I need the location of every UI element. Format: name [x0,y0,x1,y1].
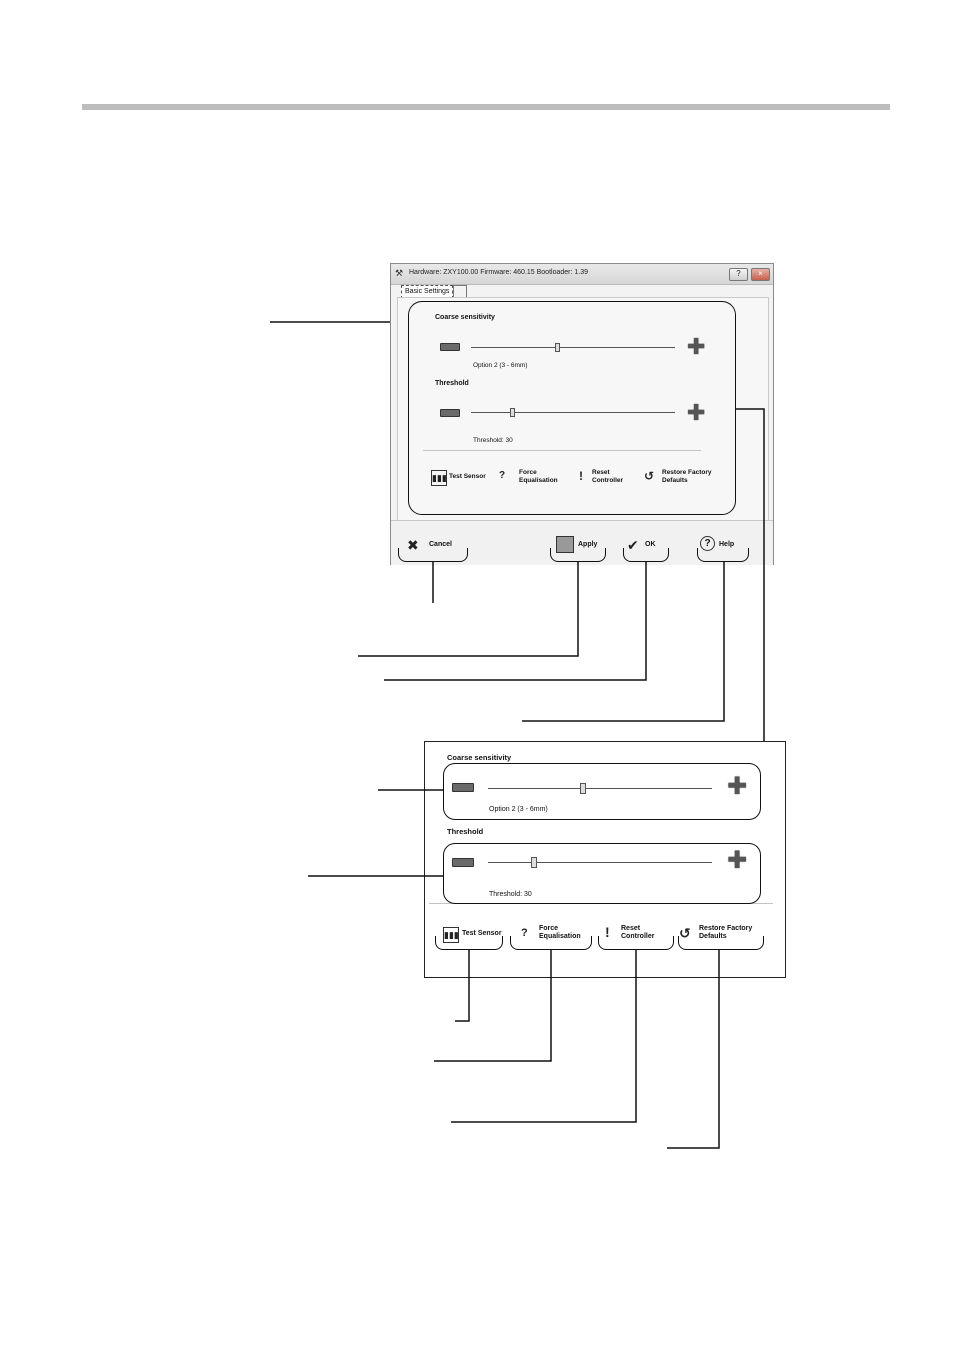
zoom-test-sensor-button[interactable]: Test Sensor [462,930,502,937]
help-brace [697,548,749,562]
restore-defaults-button[interactable]: Restore Factory Defaults [662,469,712,484]
zoom-bar-chart-icon: ▮▮▮ [443,927,459,943]
apply-button[interactable]: Apply [578,541,598,548]
threshold-minus-button[interactable] [440,409,460,417]
title-close-button[interactable]: × [751,268,770,281]
zoom-threshold-highlight [443,843,761,904]
ok-brace [623,548,669,562]
window-title: Hardware: ZXY100.00 Firmware: 460.15 Boo… [409,269,588,276]
test-sensor-button[interactable]: Test Sensor [449,473,486,480]
zoom-restore-brace [678,936,764,950]
zoom-force-equalisation-icon: ? [521,927,528,939]
zoom-threshold-value-text: Threshold: 30 [489,891,532,898]
help-question-icon: ? [700,536,715,551]
threshold-value-text: Threshold: 30 [473,437,513,444]
restore-icon: ↺ [644,469,655,483]
coarse-slider-thumb[interactable] [554,343,560,352]
tab-extra[interactable] [453,285,467,298]
settings-group-highlight [408,301,736,515]
zoom-force-equalisation-button[interactable]: Force Equalisation [539,925,581,940]
coarse-minus-button[interactable] [440,343,460,351]
bar-chart-icon: ▮▮▮ [431,470,447,486]
coarse-plus-button[interactable]: ✚ [687,334,706,359]
cancel-x-icon: ✖ [407,537,419,553]
zoom-threshold-slider-thumb[interactable] [530,857,537,868]
zoom-coarse-minus-button[interactable] [452,783,474,792]
zoom-coarse-plus-button[interactable]: ✚ [727,773,748,800]
force-equalisation-button[interactable]: Force Equalisation [519,469,558,484]
threshold-label: Threshold [435,380,469,387]
zoom-exclamation-icon: ! [605,924,610,940]
zoom-threshold-slider-track[interactable] [488,862,712,863]
checkmark-icon: ✔ [627,537,639,553]
zoom-threshold-plus-button[interactable]: ✚ [727,847,748,874]
floppy-disk-icon [556,536,574,553]
threshold-slider-thumb[interactable] [509,408,515,417]
threshold-slider-track[interactable] [471,412,675,413]
section-divider [423,450,701,451]
zoom-threshold-label: Threshold [447,827,484,836]
force-equalisation-icon: ? [499,470,506,481]
coarse-value-text: Option 2 (3 - 6mm) [473,362,528,369]
title-help-button[interactable]: ? [729,268,748,281]
help-button[interactable]: Help [719,541,735,548]
zoom-restore-icon: ↺ [679,925,691,941]
title-bar[interactable]: ⚒ Hardware: ZXY100.00 Firmware: 460.15 B… [391,264,773,285]
apply-brace [550,548,606,562]
exclamation-icon: ! [579,469,583,483]
zoom-reset-controller-button[interactable]: Reset Controller [621,925,655,940]
zoom-test-sensor-brace [435,936,503,950]
zoom-reset-brace [598,936,674,950]
reset-controller-button[interactable]: Reset Controller [592,469,624,484]
zoom-coarse-highlight [443,763,761,820]
zoom-force-brace [510,936,592,950]
zoom-restore-defaults-button[interactable]: Restore Factory Defaults [699,925,753,940]
zoom-coarse-slider-track[interactable] [488,788,712,789]
cancel-button[interactable]: Cancel [429,541,452,548]
ok-button[interactable]: OK [645,541,656,548]
coarse-slider-track[interactable] [471,347,675,348]
zoom-coarse-label: Coarse sensitivity [447,753,512,762]
page-header-rule [82,104,890,110]
threshold-plus-button[interactable]: ✚ [687,400,706,425]
coarse-sensitivity-label: Coarse sensitivity [435,314,495,321]
cancel-brace [398,548,468,562]
zoom-threshold-minus-button[interactable] [452,858,474,867]
app-icon: ⚒ [395,268,404,278]
zoom-coarse-value-text: Option 2 (3 - 6mm) [489,806,548,813]
zoom-coarse-slider-thumb[interactable] [580,783,587,794]
